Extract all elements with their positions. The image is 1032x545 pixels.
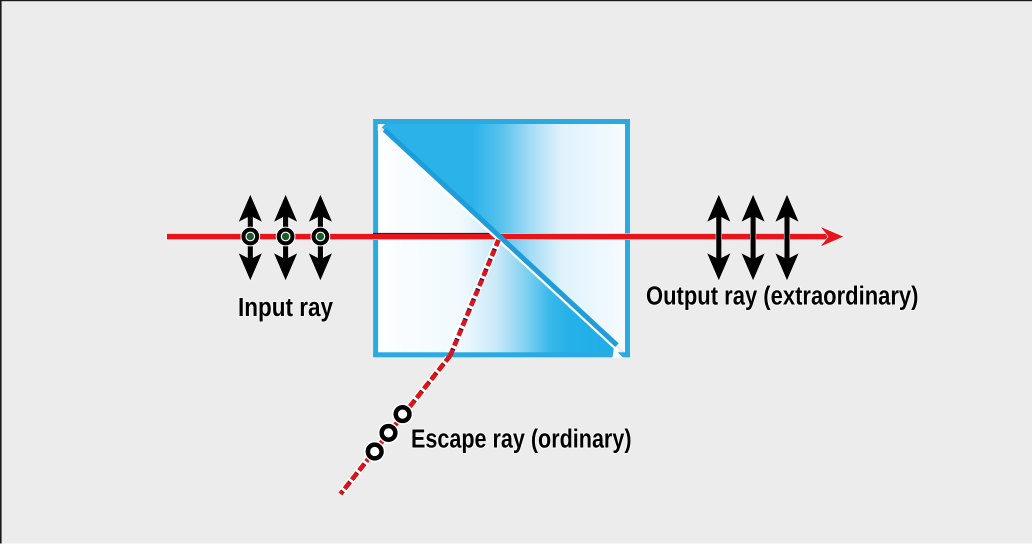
svg-text:Input ray: Input ray [238, 294, 334, 322]
svg-text:Output ray (extraordinary): Output ray (extraordinary) [646, 283, 919, 311]
svg-text:Escape ray (ordinary): Escape ray (ordinary) [411, 426, 632, 454]
